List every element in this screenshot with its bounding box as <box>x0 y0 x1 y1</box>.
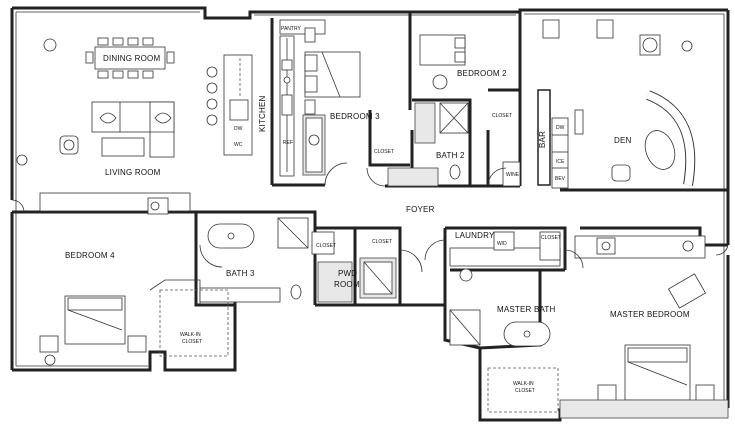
label-dining-room: DINING ROOM <box>103 54 160 63</box>
label-master-bath: MASTER BATH <box>497 305 556 314</box>
walkin-closets <box>159 289 559 413</box>
exterior-walls <box>10 6 730 422</box>
kitchen-island <box>206 54 253 156</box>
label-living-room: LIVING ROOM <box>105 168 161 177</box>
den-furniture <box>542 19 696 186</box>
bath-2-fixtures <box>387 102 469 187</box>
label-den: DEN <box>614 136 632 145</box>
label-walkin-1a: WALK-IN <box>180 332 201 338</box>
label-walkin-1b: CLOSET <box>182 339 202 345</box>
wine-fridge <box>502 161 521 187</box>
bath-fixtures-bedroom-3 <box>302 114 326 176</box>
label-ref: REF <box>283 140 293 146</box>
bed-bedroom-2 <box>419 34 466 90</box>
label-closet-b3: CLOSET <box>374 149 394 155</box>
label-bedroom-4: BEDROOM 4 <box>65 251 115 260</box>
sofa-sectional <box>91 101 175 158</box>
dining-table-set <box>85 37 175 79</box>
label-walkin-2a: WALK-IN <box>513 381 534 387</box>
label-bedroom-3: BEDROOM 3 <box>330 112 380 121</box>
label-washer-dryer: W/D <box>497 241 507 247</box>
label-bath-2: BATH 2 <box>436 151 465 160</box>
desk-bedroom-4 <box>39 192 191 215</box>
label-closet-bath3: CLOSET <box>316 243 336 249</box>
label-closet-b2: CLOSET <box>492 113 512 119</box>
label-walkin-2b: CLOSET <box>515 388 535 394</box>
label-wc-kitchen: WC <box>234 142 243 148</box>
label-ice: ICE <box>556 159 565 165</box>
label-bev: BEV <box>555 176 566 182</box>
master-sitting <box>574 235 707 309</box>
label-pantry: PANTRY <box>281 26 301 32</box>
bar-fixtures <box>551 117 569 189</box>
label-pwd-room: ROOM <box>334 280 360 289</box>
terrace-hatch <box>559 399 729 419</box>
armchair-living <box>16 38 79 166</box>
pwd-room-fixtures <box>317 257 397 303</box>
label-foyer: FOYER <box>406 205 435 214</box>
label-bedroom-2: BEDROOM 2 <box>457 69 507 78</box>
label-bar: BAR <box>538 131 547 148</box>
door-swings <box>11 162 729 273</box>
master-bath-fixtures <box>449 231 561 347</box>
bath-3-fixtures <box>199 217 335 303</box>
bed-bedroom-3 <box>304 27 361 115</box>
label-laundry: LAUNDRY <box>455 231 495 240</box>
label-closet-pwd: CLOSET <box>372 239 392 245</box>
label-bath-3: BATH 3 <box>226 269 255 278</box>
label-dw-bar: DW <box>556 125 565 131</box>
label-pwd: PWD <box>338 269 357 278</box>
label-dw-kitchen: DW <box>234 126 243 132</box>
bed-master <box>597 344 715 402</box>
label-master-bedroom: MASTER BEDROOM <box>610 310 690 319</box>
fixture-labels: DW WC REF DW ICE BEV W/D <box>234 125 566 247</box>
label-wine: WINE <box>506 172 520 178</box>
room-labels: DINING ROOM LIVING ROOM KITCHEN PANTRY B… <box>65 26 690 394</box>
label-closet-master: CLOSET <box>541 235 561 241</box>
label-kitchen: KITCHEN <box>258 95 267 132</box>
bed-bedroom-4 <box>39 295 147 366</box>
window-lines <box>15 11 725 405</box>
